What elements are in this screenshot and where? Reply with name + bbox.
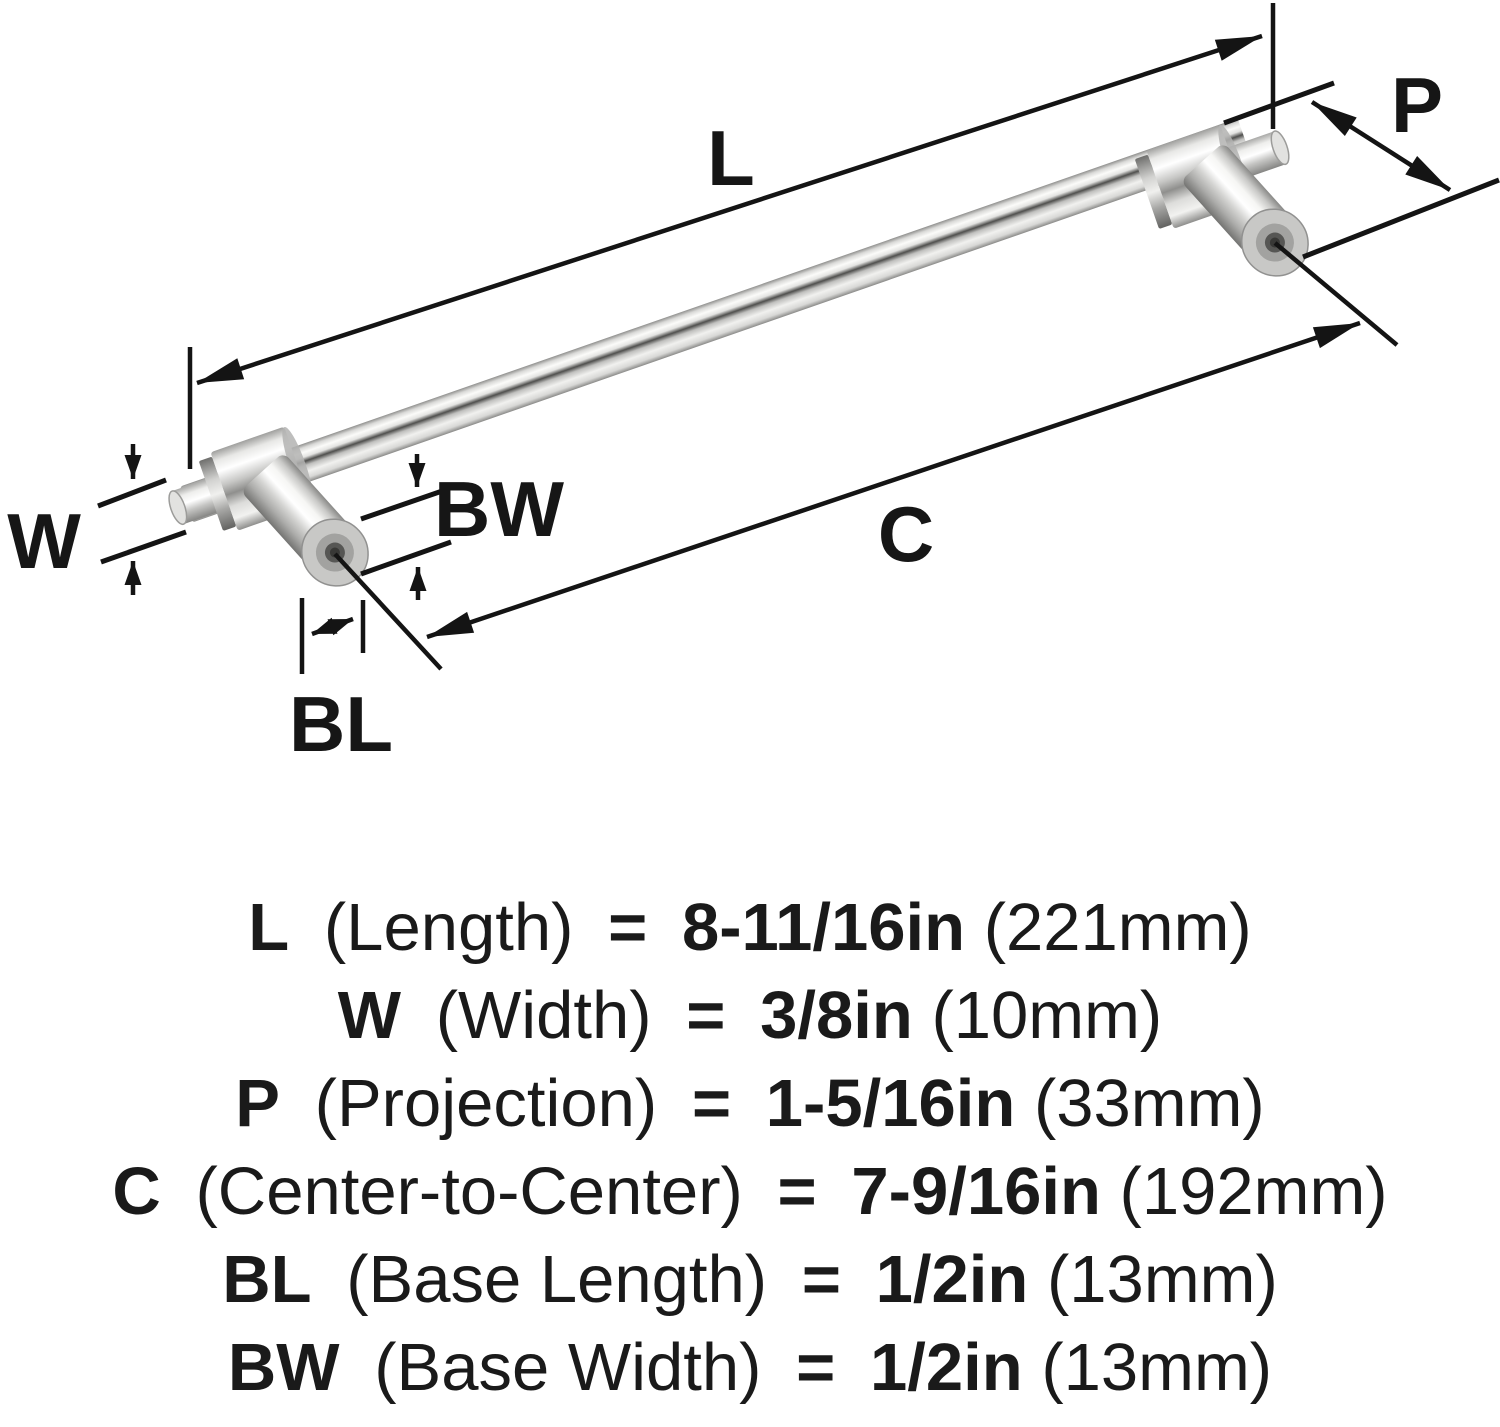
legend-value: 8-11/16in [681,890,966,965]
legend-equals: = [608,890,648,965]
legend-metric: (13mm) [1041,1330,1273,1405]
legend-row-projection: P (Projection) = 1-5/16in (33mm) [0,1060,1500,1148]
bw-tick-bottom [360,539,452,577]
right-end-cap-face [1270,130,1290,166]
legend-key: P [235,1066,280,1141]
legend-equals: = [796,1330,836,1405]
legend-key: C [112,1154,161,1229]
p-extension-line-base [1302,177,1500,260]
c-dimension-line [426,320,1361,640]
dimension-label-center-to-center: C [878,490,934,578]
legend-row-base-length: BL (Base Length) = 1/2in (13mm) [0,1236,1500,1324]
legend-key: BL [222,1242,312,1317]
legend-value: 1/2in [870,1330,1023,1405]
left-ring [199,457,236,531]
w-tick-bottom [100,529,187,565]
legend-metric: (221mm) [983,890,1252,965]
legend-key: W [337,978,401,1053]
right-center-leader-line [1273,241,1399,347]
bl-double-arrow [311,616,354,637]
dimension-annotations [97,3,1500,674]
dimension-label-projection: P [1391,61,1443,149]
legend-value: 7-9/16in [851,1154,1101,1229]
left-center-leader-line [333,552,443,671]
legend-name: (Center-to-Center) [195,1154,743,1229]
legend-name: (Length) [323,890,574,965]
left-end-cap-face [168,490,188,526]
dimension-label-base-width: BW [434,465,564,553]
dimension-diagram: L P W BW C BL [7,3,1500,768]
dimension-label-length: L [707,114,755,202]
legend-value: 1/2in [875,1242,1029,1317]
legend-name: (Base Width) [374,1330,762,1405]
legend-metric: (33mm) [1033,1066,1265,1141]
l-dimension-line [196,33,1263,386]
legend-metric: (13mm) [1046,1242,1278,1317]
legend-row-base-width: BW (Base Width) = 1/2in (13mm) [0,1324,1500,1412]
legend-value: 1-5/16in [765,1066,1016,1141]
p-dimension-line [1310,100,1452,192]
legend-row-center-to-center: C (Center-to-Center) = 7-9/16in (192mm) [0,1148,1500,1236]
p-extension-tick-top [1223,80,1335,126]
legend-value: 3/8in [760,978,913,1053]
legend-name: (Width) [435,978,652,1053]
legend-name: (Projection) [314,1066,658,1141]
dimension-label-width: W [7,497,81,585]
legend-key: BW [227,1330,340,1405]
legend-metric: (10mm) [931,978,1163,1053]
legend-row-width: W (Width) = 3/8in (10mm) [0,972,1500,1060]
w-tick-top [97,477,167,509]
legend-name: (Base Length) [346,1242,768,1317]
legend-equals: = [777,1154,817,1229]
legend-key: L [248,890,290,965]
legend-equals: = [691,1066,732,1141]
bw-tick-top [360,486,449,522]
legend-row-length: L (Length) = 8-11/16in (221mm) [0,884,1500,972]
legend-metric: (192mm) [1119,1154,1388,1229]
legend-equals: = [686,978,726,1053]
legend-equals: = [801,1242,841,1317]
dimension-legend: L (Length) = 8-11/16in (221mm) W (Width)… [0,884,1500,1412]
dimension-label-base-length: BL [289,680,393,768]
